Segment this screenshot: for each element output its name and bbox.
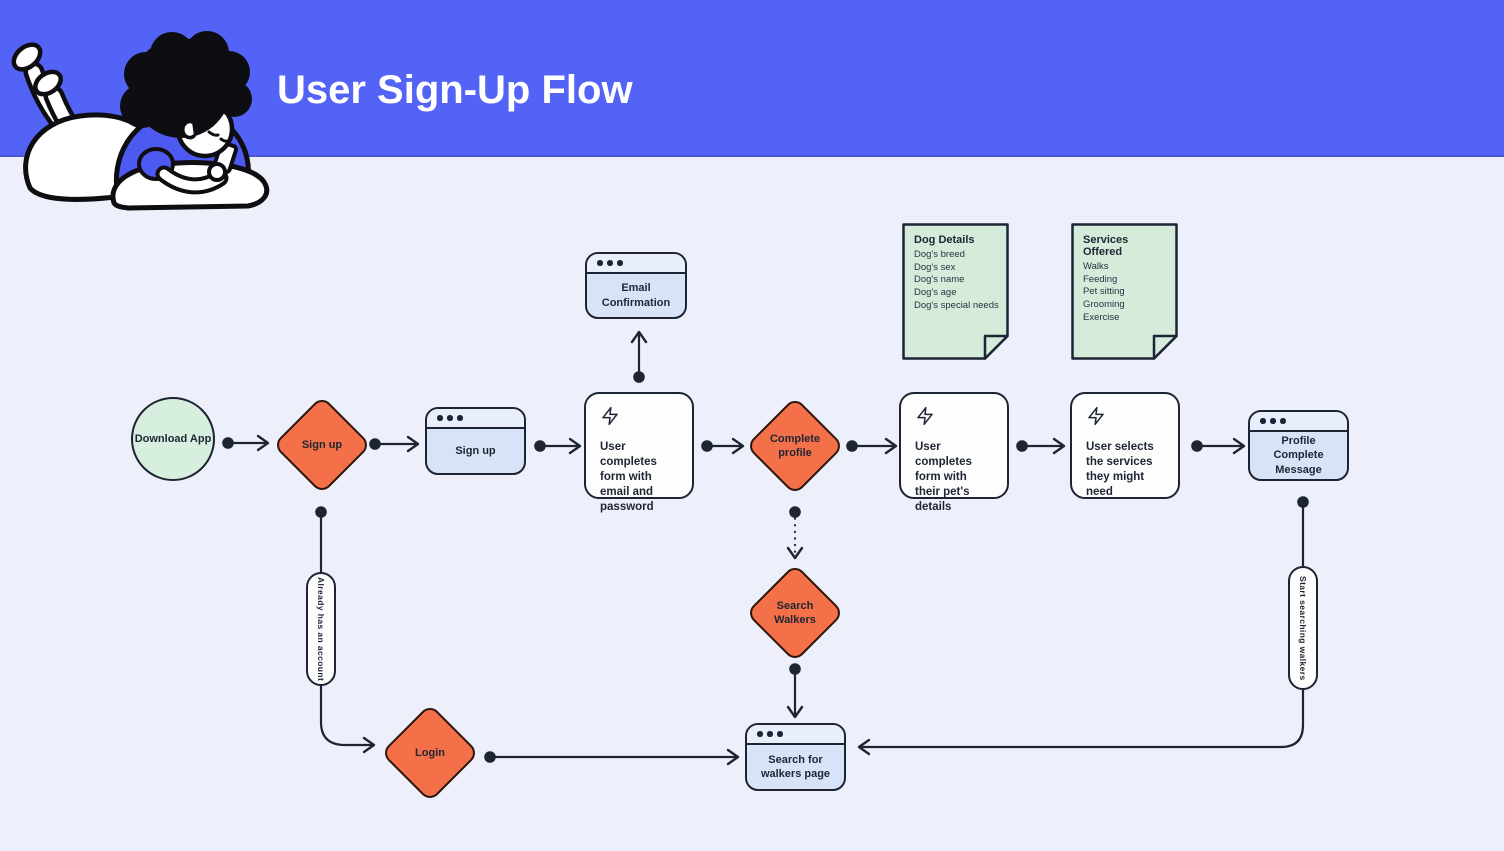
node-label: Email Confirmation bbox=[601, 282, 671, 309]
window-dot-icon bbox=[767, 731, 773, 737]
window-controls-icon bbox=[427, 409, 524, 429]
edge-signup-to-login bbox=[315, 506, 376, 754]
note-item: Walks bbox=[1083, 261, 1109, 272]
window-dot-icon bbox=[457, 415, 463, 421]
node-label: Complete profile bbox=[769, 432, 821, 459]
node-signup-decision[interactable]: Sign up bbox=[272, 395, 372, 495]
window-dot-icon bbox=[777, 731, 783, 737]
window-dot-icon bbox=[607, 260, 613, 266]
node-label: Search Walkers bbox=[774, 599, 816, 626]
header-banner: User Sign-Up Flow bbox=[0, 0, 1504, 157]
edge-label-already-has-account[interactable]: Already has an account bbox=[306, 572, 336, 686]
note-item: Pet sitting bbox=[1083, 286, 1125, 298]
node-search-walkers-page[interactable]: Search for walkers page bbox=[745, 723, 846, 791]
node-search-walkers[interactable]: Search Walkers bbox=[745, 563, 845, 663]
node-label: Profile Complete Message bbox=[1273, 435, 1324, 476]
node-label: Sign up bbox=[455, 444, 496, 457]
note-services-offered[interactable]: Services Offered Walks Feeding Pet sitti… bbox=[1071, 223, 1178, 360]
sticky-note-shape bbox=[902, 223, 1009, 360]
note-title: Dog Details bbox=[914, 234, 975, 246]
window-controls-icon bbox=[587, 254, 685, 274]
note-item: Dog's special needs bbox=[914, 299, 999, 311]
window-dot-icon bbox=[757, 731, 763, 737]
note-item: Exercise bbox=[1083, 311, 1120, 323]
page-title: User Sign-Up Flow bbox=[277, 68, 633, 112]
node-form-email-password[interactable]: User completes form with email and passw… bbox=[584, 392, 694, 513]
node-login[interactable]: Login bbox=[380, 703, 480, 803]
note-item: Dog's breed bbox=[914, 249, 965, 260]
note-item: Grooming bbox=[1083, 299, 1125, 311]
node-label: Sign up bbox=[301, 438, 343, 451]
window-controls-icon bbox=[1250, 412, 1347, 432]
node-form-pet-details[interactable]: User completes form with their pet's det… bbox=[899, 392, 1009, 513]
node-email-confirmation[interactable]: Email Confirmation bbox=[585, 252, 687, 319]
note-item: Dog's sex bbox=[914, 261, 956, 273]
node-label: User completes form with their pet's det… bbox=[915, 441, 972, 513]
window-dot-icon bbox=[597, 260, 603, 266]
node-label: User selects the services they might nee… bbox=[1086, 441, 1154, 498]
node-label: Search for walkers page bbox=[760, 753, 831, 780]
node-profile-complete-message[interactable]: Profile Complete Message bbox=[1248, 410, 1349, 481]
person-on-phone-illustration bbox=[11, 31, 270, 211]
node-label: Login bbox=[415, 746, 445, 759]
zap-icon bbox=[602, 406, 618, 426]
window-dot-icon bbox=[1280, 418, 1286, 424]
zap-icon bbox=[917, 406, 933, 426]
node-signup-window[interactable]: Sign up bbox=[425, 407, 526, 475]
node-label: User completes form with email and passw… bbox=[600, 441, 657, 513]
window-controls-icon bbox=[747, 725, 844, 745]
edge-profile-message-to-page bbox=[857, 496, 1309, 756]
sticky-note-shape bbox=[1071, 223, 1178, 360]
note-item: Dog's age bbox=[914, 287, 957, 299]
window-dot-icon bbox=[1260, 418, 1266, 424]
window-dot-icon bbox=[1270, 418, 1276, 424]
zap-icon bbox=[1088, 406, 1104, 426]
note-item: Feeding bbox=[1083, 273, 1118, 285]
note-dog-details[interactable]: Dog Details Dog's breed Dog's sex Dog's … bbox=[902, 223, 1009, 360]
note-title: Services Offered bbox=[1083, 234, 1129, 258]
node-label: Download App bbox=[134, 432, 212, 445]
node-select-services[interactable]: User selects the services they might nee… bbox=[1070, 392, 1180, 499]
node-complete-profile[interactable]: Complete profile bbox=[745, 396, 845, 496]
window-dot-icon bbox=[437, 415, 443, 421]
window-dot-icon bbox=[617, 260, 623, 266]
edge-label-start-searching-walkers[interactable]: Start searching walkers bbox=[1288, 566, 1318, 690]
node-download-app[interactable]: Download App bbox=[131, 397, 215, 481]
window-dot-icon bbox=[447, 415, 453, 421]
note-item: Dog's name bbox=[914, 274, 965, 286]
